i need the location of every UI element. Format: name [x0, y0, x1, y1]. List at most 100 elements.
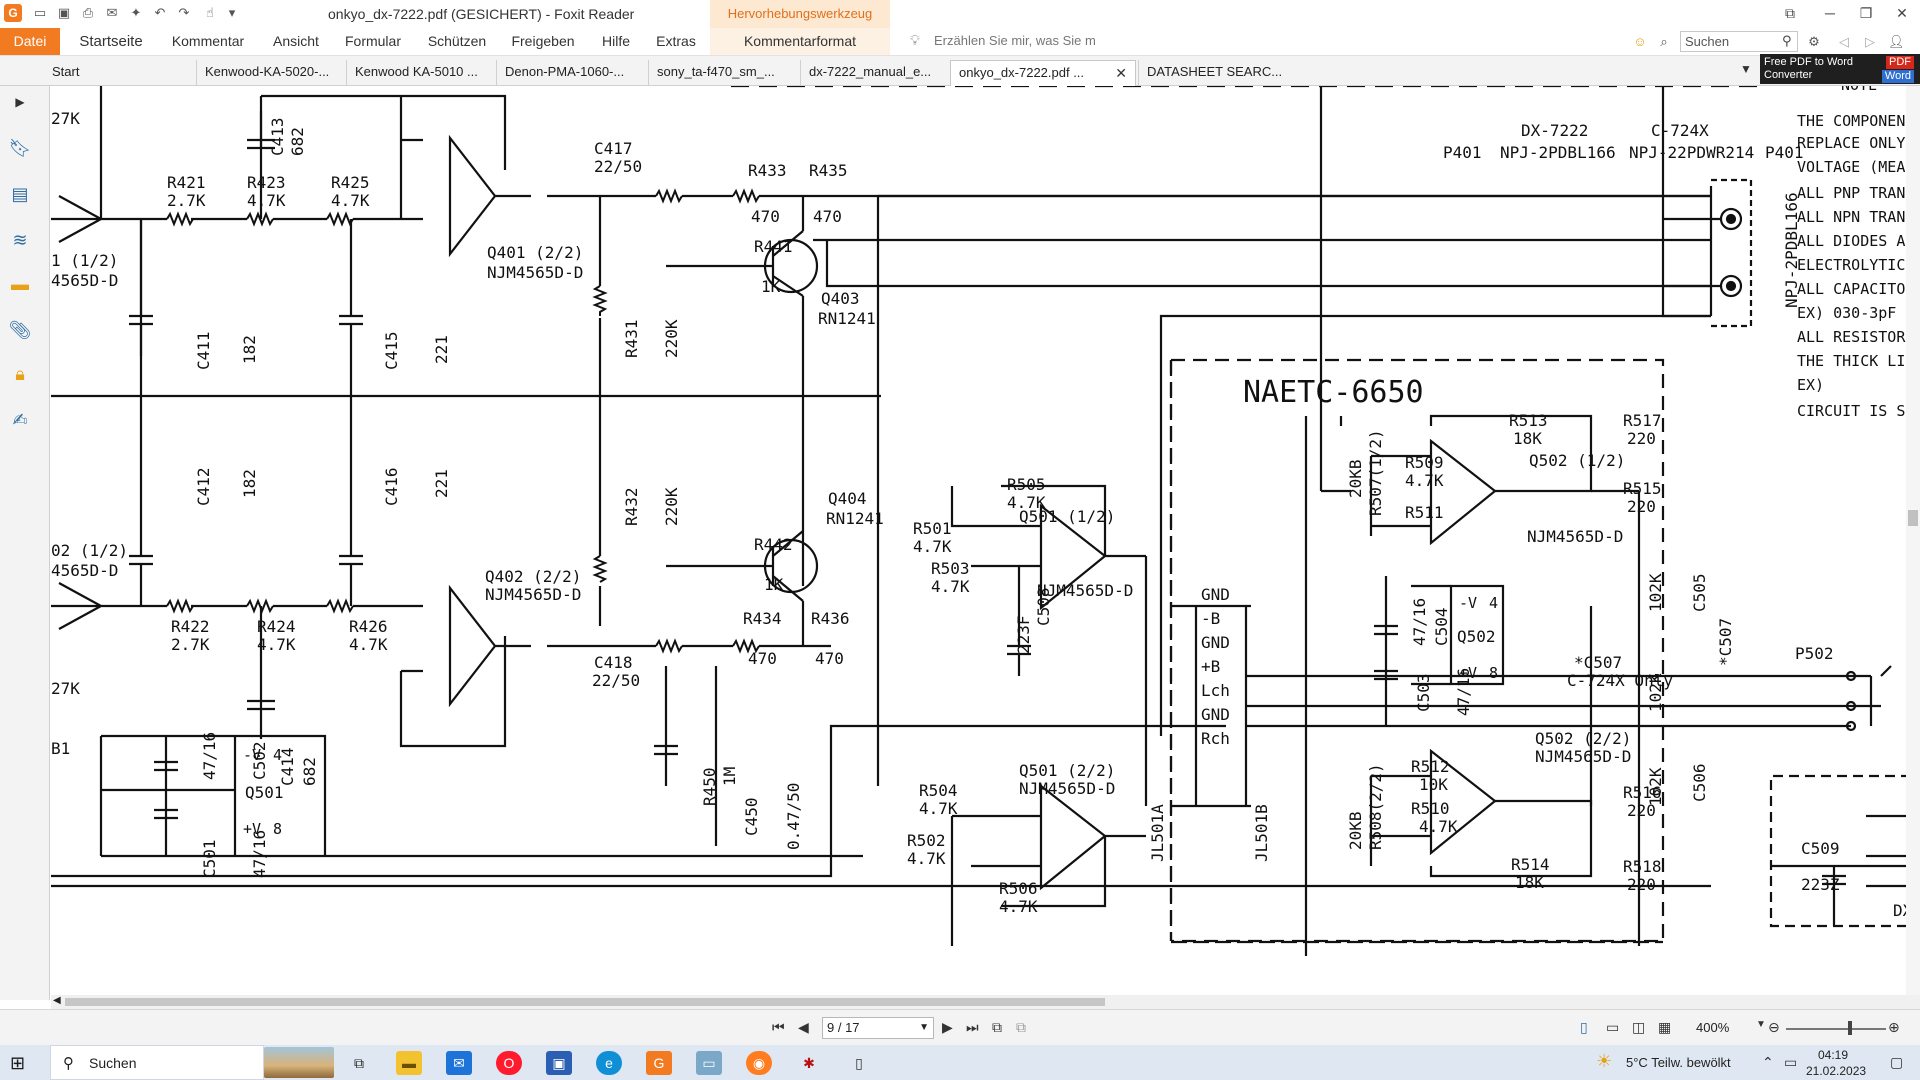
next-page-icon[interactable]: ▶	[942, 1019, 953, 1035]
panel-expand-icon[interactable]: ▶	[15, 95, 25, 109]
window-app-icon[interactable]: ▭	[696, 1051, 722, 1075]
tab-datei[interactable]: Datei	[0, 28, 60, 55]
tab-formular[interactable]: Formular	[344, 33, 401, 49]
task-view-icon[interactable]: ⧉	[354, 1055, 364, 1071]
find-doc-icon[interactable]: ⌕	[1660, 34, 1668, 49]
first-page-icon[interactable]: ⏮	[772, 1019, 785, 1035]
open-icon[interactable]: ▭	[33, 5, 47, 20]
tab-ansicht[interactable]: Ansicht	[273, 33, 319, 49]
mail-icon[interactable]: ✉	[446, 1051, 472, 1075]
vertical-scrollbar-thumb[interactable]	[1908, 510, 1918, 526]
tab-startseite[interactable]: Startseite	[79, 33, 143, 50]
doc-tab-kenwood-ka5020[interactable]: Kenwood-KA-5020-...	[196, 60, 344, 86]
doc-tab-onkyo-dx7222[interactable]: onkyo_dx-7222.pdf ... ✕	[950, 60, 1136, 86]
sch-r516-value: 220	[1627, 801, 1656, 820]
tab-kommentarformat[interactable]: Kommentarformat	[710, 28, 890, 55]
bookmarks-icon[interactable]: 🔖︎	[8, 138, 32, 158]
tab-freigeben[interactable]: Freigeben	[511, 33, 575, 49]
print-icon[interactable]: ⎙	[82, 5, 94, 20]
pdf-document-view[interactable]: 27K 1 (1/2) 4565D-D 02 (1/2) 4565D-D 27K…	[51, 86, 1920, 995]
zoom-in-icon[interactable]: ⊕	[1888, 1019, 1900, 1035]
next-view-icon[interactable]: ⧉	[1016, 1019, 1026, 1035]
tell-me-input[interactable]: Erzählen Sie mir, was Sie m	[934, 33, 1096, 48]
pdf-to-word-ad[interactable]: Free PDF to Word Converter PDF Word	[1760, 54, 1920, 84]
doc-tab-denon-pma1060[interactable]: Denon-PMA-1060-...	[496, 60, 644, 86]
continuous-facing-view-icon[interactable]: ▦	[1658, 1019, 1672, 1035]
doc-tab-dx7222-manual[interactable]: dx-7222_manual_e...	[800, 60, 948, 86]
tray-expand-icon[interactable]: ⌃	[1762, 1054, 1774, 1070]
store-icon[interactable]: ▣	[546, 1051, 572, 1075]
firefox-icon[interactable]: ◉	[746, 1051, 772, 1075]
doc-tab-kenwood-ka5010[interactable]: Kenwood KA-5010 ...	[346, 60, 494, 86]
undo-icon[interactable]: ↶	[154, 5, 166, 20]
feedback-smiley-icon[interactable]: ☺	[1633, 34, 1647, 49]
page-thumbnails-icon[interactable]: ▤	[11, 184, 29, 204]
email-icon[interactable]: ✉	[106, 5, 118, 20]
weather-partly-cloudy-icon[interactable]: ☀	[1596, 1051, 1613, 1071]
customize-quick-access-icon[interactable]: ▾	[228, 5, 236, 20]
tab-extras[interactable]: Extras	[656, 33, 696, 49]
search-highlight-image[interactable]	[264, 1047, 334, 1078]
comments-icon[interactable]: ▬	[11, 274, 29, 294]
clock-time[interactable]: 04:19	[1818, 1048, 1849, 1062]
continuous-view-icon[interactable]: ▭	[1606, 1019, 1620, 1035]
zoom-level[interactable]: 400%	[1696, 1020, 1730, 1035]
facing-view-icon[interactable]: ◫	[1632, 1019, 1646, 1035]
forward-arrow-icon[interactable]: ▷	[1865, 34, 1875, 49]
horizontal-scrollbar[interactable]: ◀	[51, 995, 1920, 1009]
windows-start-icon[interactable]: ⊞	[10, 1053, 26, 1073]
settings-gear-icon[interactable]: ⚙	[1808, 34, 1820, 49]
doc-tab-label: Kenwood KA-5010 ...	[355, 64, 478, 79]
search-icon[interactable]: ⚲	[1782, 33, 1792, 48]
last-page-icon[interactable]: ⏭	[966, 1019, 979, 1035]
tab-kommentar[interactable]: Kommentar	[171, 33, 245, 49]
sch-pin-6: GND	[1201, 705, 1230, 724]
file-explorer-icon[interactable]: ▬	[396, 1051, 422, 1075]
horizontal-scrollbar-thumb[interactable]	[65, 998, 1105, 1006]
tab-hilfe[interactable]: Hilfe	[601, 33, 630, 49]
tab-schuetzen[interactable]: Schützen	[427, 33, 487, 49]
zoom-out-icon[interactable]: ⊖	[1768, 1019, 1780, 1035]
restore-ribbon-icon[interactable]: ⧉	[1785, 5, 1795, 21]
layers-icon[interactable]: ≋	[12, 230, 28, 250]
edge-icon[interactable]: e	[596, 1051, 622, 1075]
previous-page-icon[interactable]: ◀	[798, 1019, 809, 1035]
new-doc-icon[interactable]: ✦	[130, 5, 142, 20]
close-button[interactable]: ✕	[1896, 5, 1908, 21]
red-app-icon[interactable]: ✱	[803, 1055, 815, 1071]
back-arrow-icon[interactable]: ◁	[1839, 34, 1849, 49]
foxit-logo-icon[interactable]: G	[4, 4, 22, 22]
network-icon[interactable]: ▭	[1784, 1054, 1798, 1070]
doc-tab-datasheet-search[interactable]: DATASHEET SEARC...	[1138, 60, 1288, 86]
page-number-field[interactable]: 9 / 17 ▼	[822, 1017, 934, 1039]
weather-text[interactable]: 5°C Teilw. bewölkt	[1626, 1055, 1731, 1070]
redo-icon[interactable]: ↷	[178, 5, 190, 20]
save-icon[interactable]: ▣	[57, 5, 71, 20]
vertical-scrollbar[interactable]	[1906, 86, 1920, 995]
zoom-slider-knob[interactable]	[1848, 1021, 1852, 1035]
doc-tab-sony-taf470[interactable]: sony_ta-f470_sm_...	[648, 60, 796, 86]
maximize-button[interactable]: ❐	[1859, 5, 1873, 21]
previous-view-icon[interactable]: ⧉	[992, 1019, 1002, 1035]
doc-tab-start[interactable]: Start	[44, 60, 194, 86]
zoom-slider[interactable]	[1786, 1028, 1886, 1030]
signature-icon[interactable]: ✍	[12, 410, 28, 430]
user-account-icon[interactable]: 👤︎	[1888, 34, 1905, 49]
blank-document-icon[interactable]: ▯	[855, 1055, 863, 1071]
search-input[interactable]: Suchen	[1680, 31, 1798, 52]
scroll-left-icon[interactable]: ◀	[53, 995, 61, 1006]
single-page-view-icon[interactable]: ▯	[1580, 1019, 1588, 1035]
attachments-icon[interactable]: 📎︎	[8, 320, 32, 340]
opera-icon[interactable]: O	[496, 1051, 522, 1075]
page-dropdown-icon[interactable]: ▼	[919, 1022, 929, 1033]
security-lock-icon[interactable]: 🔒︎	[15, 364, 25, 384]
notification-icon[interactable]: ▢	[1890, 1054, 1904, 1070]
clock-date[interactable]: 21.02.2023	[1806, 1064, 1867, 1078]
zoom-dropdown-icon[interactable]: ▼	[1756, 1019, 1766, 1030]
minimize-button[interactable]: ─	[1825, 5, 1835, 21]
tab-list-dropdown-icon[interactable]: ▼	[1740, 62, 1752, 76]
foxit-taskbar-icon[interactable]: G	[646, 1051, 672, 1075]
taskbar-search-box[interactable]: ⚲ Suchen	[50, 1045, 264, 1080]
hand-tool-icon[interactable]: ☝	[206, 5, 214, 20]
close-tab-icon[interactable]: ✕	[1115, 65, 1127, 81]
